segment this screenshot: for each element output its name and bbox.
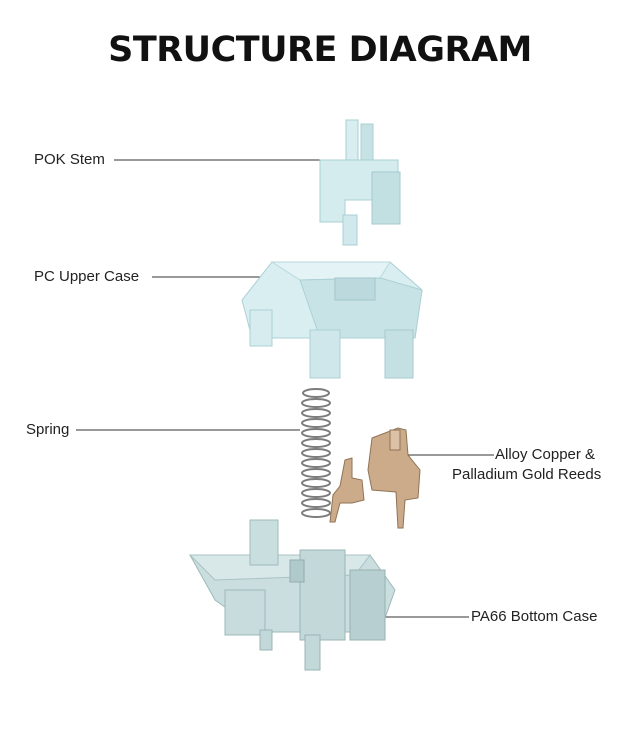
pc-upper-case-part <box>241 261 423 379</box>
leader-lines <box>76 159 494 618</box>
spring-part <box>301 388 331 518</box>
reeds-part <box>329 427 421 529</box>
label-pc-upper-case: PC Upper Case <box>34 268 140 285</box>
pa66-bottom-case-part <box>188 519 396 671</box>
label-reeds-line2: Palladium Gold Reeds <box>452 466 602 483</box>
label-spring: Spring <box>26 421 70 438</box>
label-pok-stem: POK Stem <box>34 151 105 168</box>
diagram-title: STRUCTURE DIAGRAM <box>108 30 532 70</box>
label-reeds-line1: Alloy Copper & <box>495 446 596 463</box>
pok-stem-part <box>319 119 401 246</box>
label-pa66-bottom-case: PA66 Bottom Case <box>471 608 598 625</box>
